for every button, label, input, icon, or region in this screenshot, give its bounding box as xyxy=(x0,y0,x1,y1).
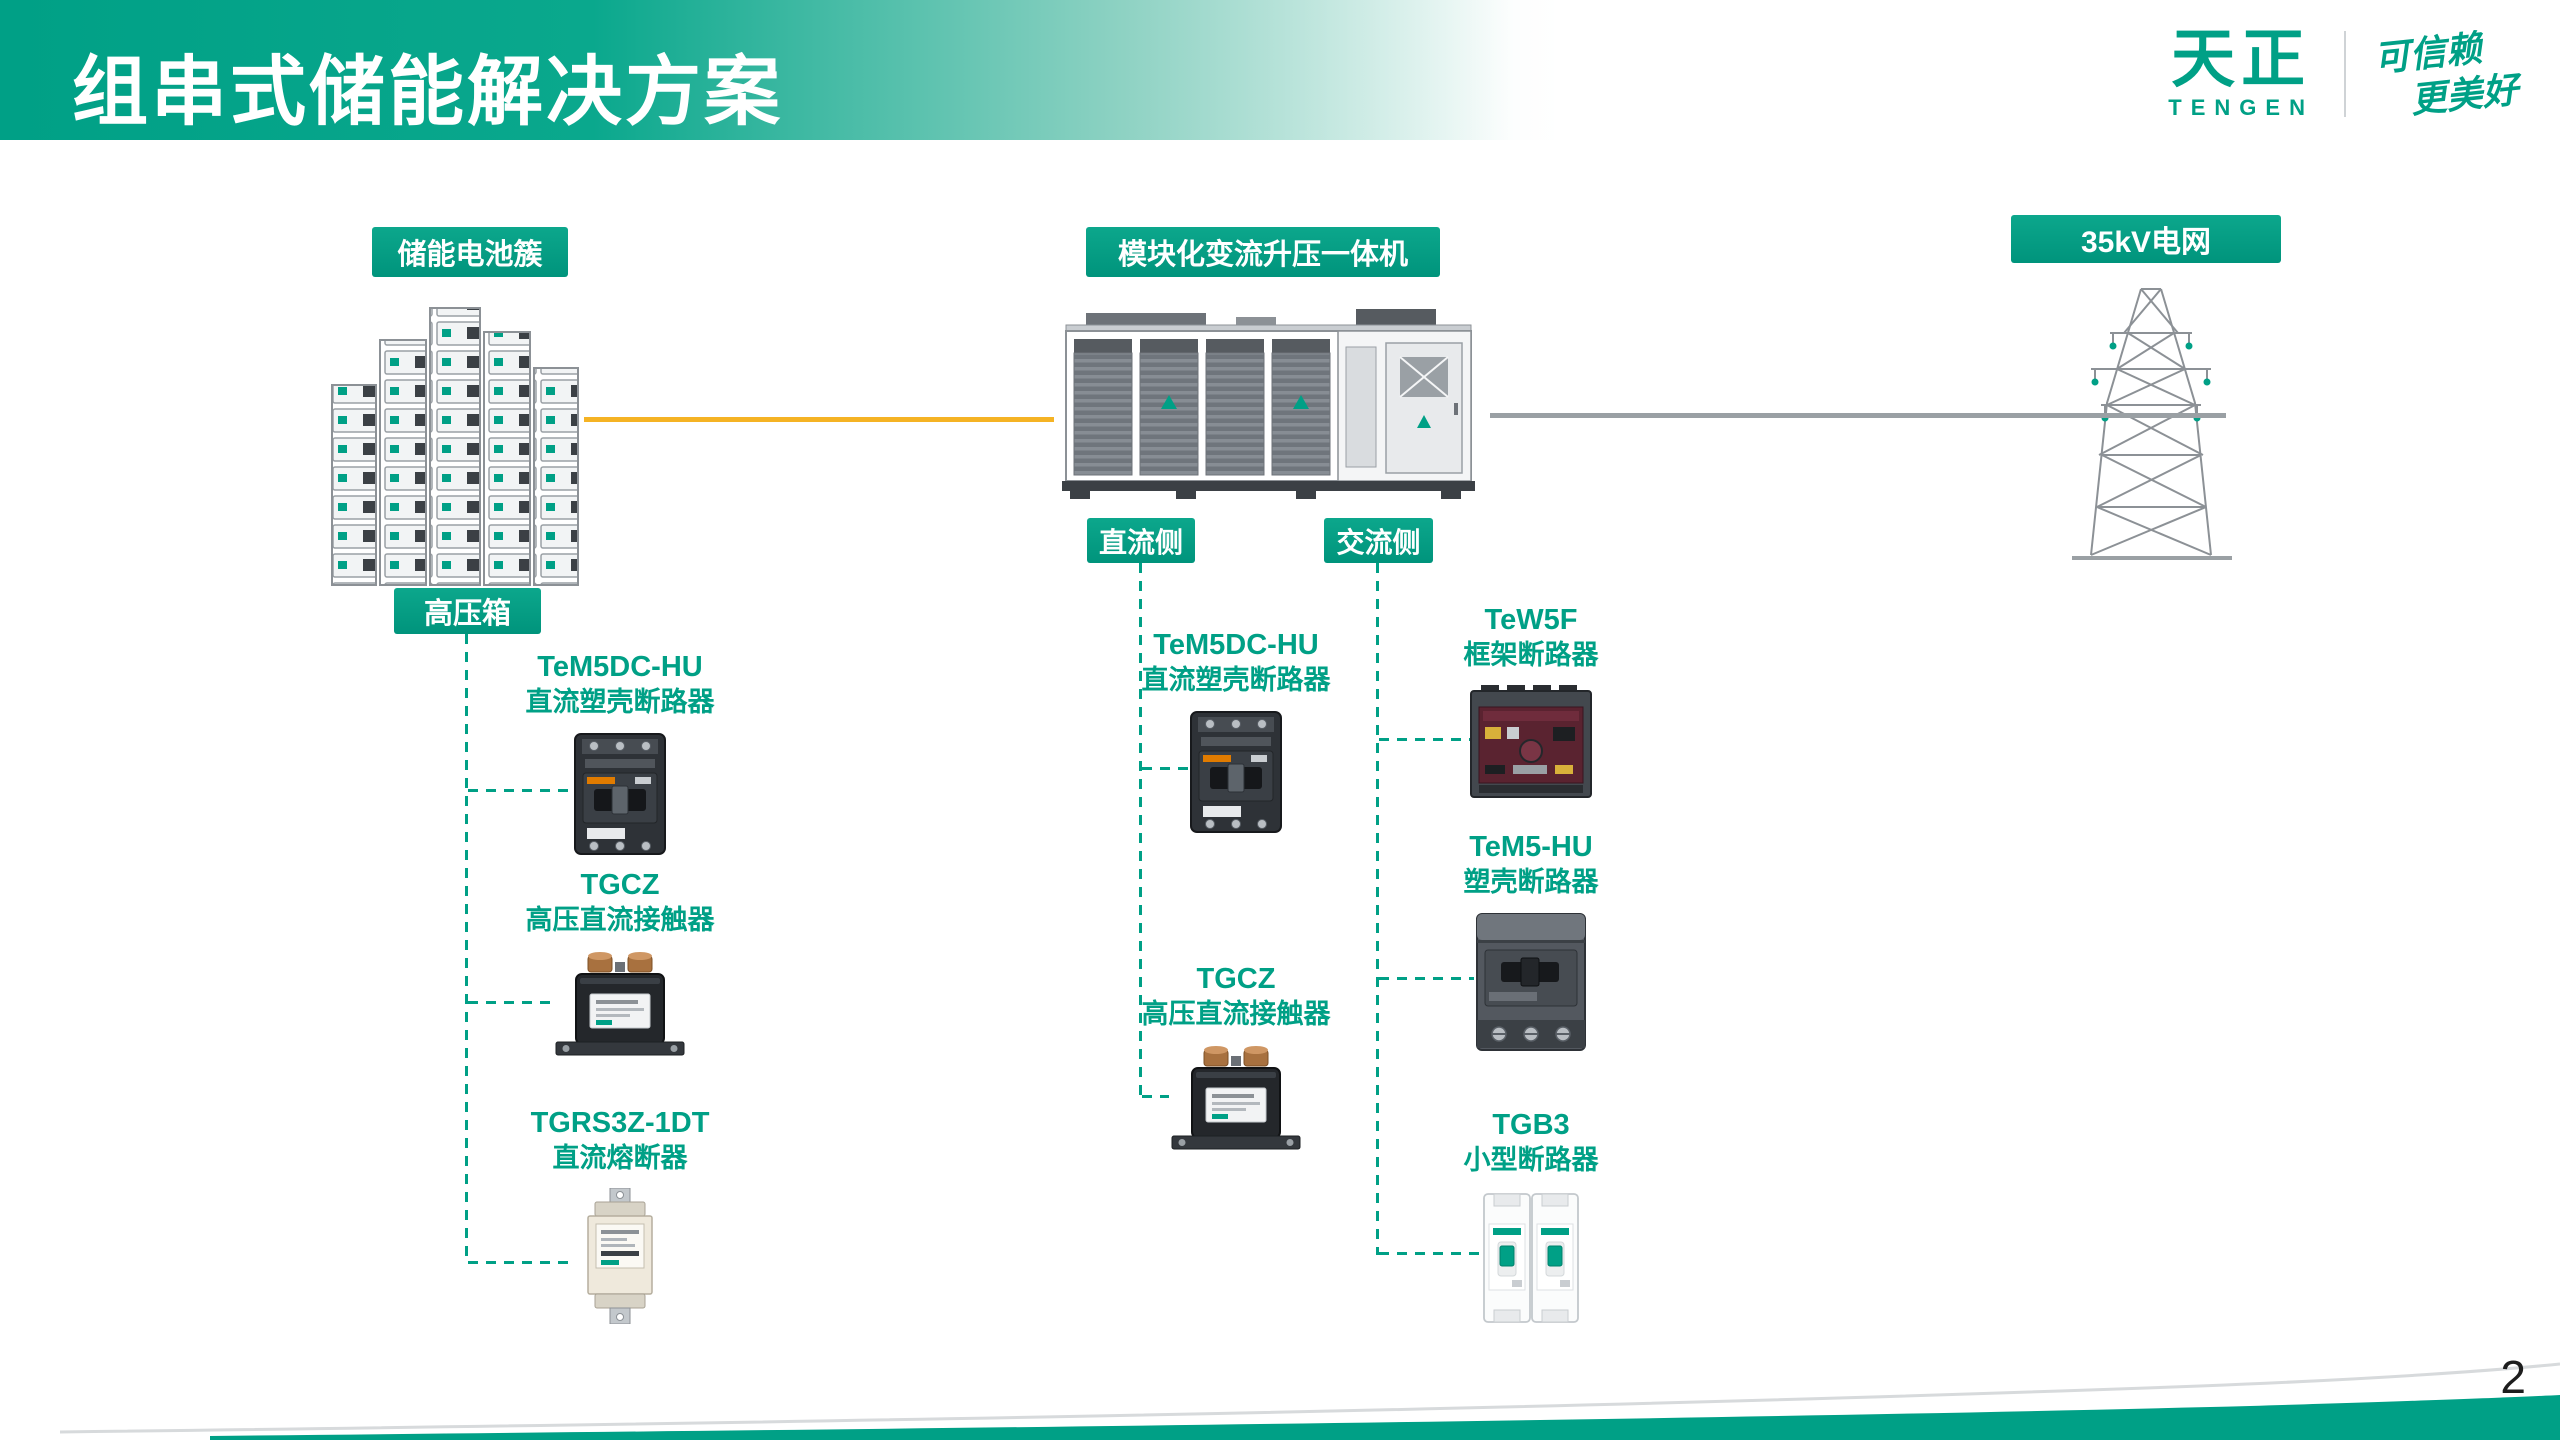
tengen-logo: 天正 TENGEN xyxy=(2168,23,2314,121)
ac-grid-connector-line xyxy=(1490,413,2226,418)
brand-block: 天正 TENGEN 可信赖 更美好 xyxy=(2168,23,2520,121)
label-hv-box: 高压箱 xyxy=(394,588,541,634)
component-hv-contactor: TGCZ 高压直流接触器 xyxy=(500,868,740,1062)
component-hv-mccb: TeM5DC-HU 直流塑壳断路器 xyxy=(500,650,740,856)
component-name: 高压直流接触器 xyxy=(1141,999,1331,1029)
label-battery-cluster: 储能电池簇 xyxy=(372,227,568,277)
ac-chain-stub-3 xyxy=(1379,1252,1483,1255)
component-dc-mccb: TeM5DC-HU 直流塑壳断路器 xyxy=(1116,628,1356,834)
hv-chain-stub-3 xyxy=(468,1261,570,1264)
dc-mccb-illustration xyxy=(1116,710,1356,834)
air-circuit-breaker-illustration xyxy=(1411,685,1651,801)
logo-main-text: 天正 xyxy=(2171,23,2312,95)
component-name: 高压直流接触器 xyxy=(525,905,715,935)
header-band xyxy=(0,0,1560,140)
transmission-tower-illustration xyxy=(2077,285,2226,559)
component-dc-contactor: TGCZ 高压直流接触器 xyxy=(1116,962,1356,1156)
page-title: 组串式储能解决方案 xyxy=(72,50,783,135)
ac-chain-stub-2 xyxy=(1379,977,1474,980)
dc-contactor-illustration xyxy=(500,950,740,1062)
dc-chain-dashed-line xyxy=(1139,563,1142,1097)
component-model: TeM5DC-HU xyxy=(537,651,703,683)
dc-bus-connector-line xyxy=(584,417,1054,422)
component-model: TGCZ xyxy=(580,869,660,901)
footer-swoosh xyxy=(59,1362,2560,1440)
battery-rack-cluster-illustration xyxy=(331,290,579,588)
label-35kv-grid: 35kV电网 xyxy=(2011,215,2281,263)
hv-chain-stub-1 xyxy=(468,789,572,792)
component-hv-fuse: TGRS3Z-1DT 直流熔断器 xyxy=(500,1106,740,1324)
label-dc-side: 直流侧 xyxy=(1087,518,1195,563)
component-model: TeM5-HU xyxy=(1469,831,1593,863)
component-ac-mccb: TeM5-HU 塑壳断路器 xyxy=(1411,830,1651,1052)
component-ac-acb: TeW5F 框架断路器 xyxy=(1411,603,1651,801)
label-pcs-unit: 模块化变流升压一体机 xyxy=(1086,227,1440,277)
dc-contactor-illustration xyxy=(1116,1044,1356,1156)
component-model: TGB3 xyxy=(1492,1109,1570,1141)
page-number: 2 xyxy=(2500,1351,2526,1403)
component-name: 小型断路器 xyxy=(1463,1145,1599,1175)
dc-mccb-illustration xyxy=(500,732,740,856)
logo-sub-text: TENGEN xyxy=(2168,95,2314,121)
hv-chain-stub-2 xyxy=(468,1001,552,1004)
component-model: TGCZ xyxy=(1196,963,1276,995)
ac-chain-dashed-line xyxy=(1376,563,1379,1255)
component-model: TeM5DC-HU xyxy=(1153,629,1319,661)
hv-chain-dashed-line xyxy=(465,634,468,1264)
ac-mccb-illustration xyxy=(1411,912,1651,1052)
component-name: 框架断路器 xyxy=(1463,640,1599,670)
dc-fuse-illustration xyxy=(500,1188,740,1324)
component-model: TeW5F xyxy=(1484,604,1578,636)
component-model: TGRS3Z-1DT xyxy=(530,1107,710,1139)
dc-chain-stub-1 xyxy=(1142,767,1189,770)
component-name: 直流塑壳断路器 xyxy=(525,687,715,717)
component-name: 直流熔断器 xyxy=(552,1143,688,1173)
label-ac-side: 交流侧 xyxy=(1324,518,1433,563)
component-name: 塑壳断路器 xyxy=(1463,867,1599,897)
ac-chain-stub-1 xyxy=(1379,738,1470,741)
brand-slogan: 可信赖 更美好 xyxy=(2372,22,2521,126)
dc-chain-stub-2 xyxy=(1142,1095,1169,1098)
pcs-container-illustration xyxy=(1056,303,1481,505)
miniature-circuit-breaker-illustration xyxy=(1411,1190,1651,1326)
brand-divider xyxy=(2343,30,2346,117)
tower-ground-line xyxy=(2072,556,2232,560)
component-ac-mcb: TGB3 小型断路器 xyxy=(1411,1108,1651,1326)
component-name: 直流塑壳断路器 xyxy=(1141,665,1331,695)
